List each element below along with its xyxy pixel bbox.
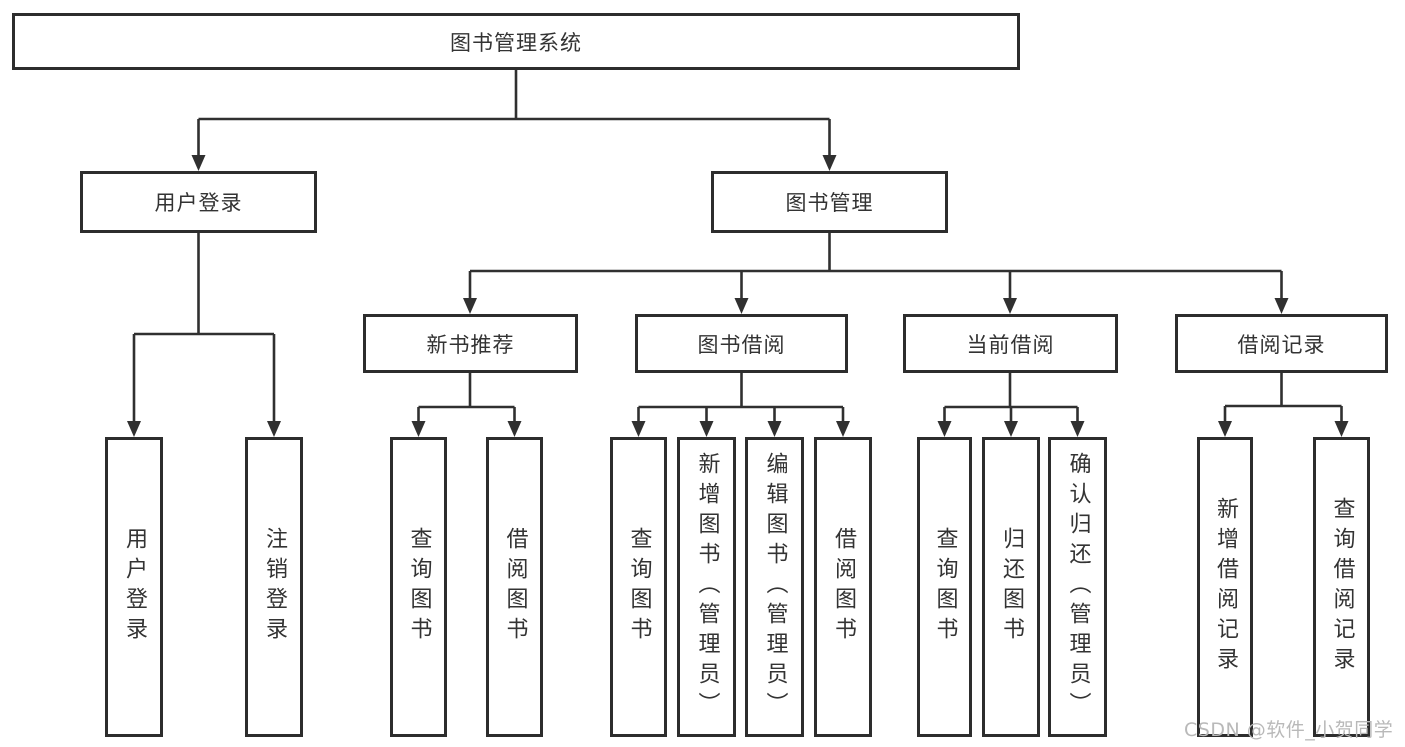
leaf-return-book-label: 归还图书	[999, 527, 1024, 647]
leaf-recommend-query-book-label: 查询图书	[406, 527, 432, 647]
leaf-edit-book-admin-label: 编辑图书（管理员）	[762, 452, 788, 722]
csdn-watermark: CSDN @软件_小贺同学	[1184, 719, 1394, 741]
leaf-recommend-borrow-book-label: 借阅图书	[502, 527, 528, 647]
connector-user-login-children	[127, 233, 281, 437]
leaf-confirm-return-admin-label: 确认归还（管理员）	[1065, 452, 1091, 722]
connector-current-borrow-children	[937, 373, 1085, 437]
leaf-user-login: 用户登录	[105, 437, 163, 737]
connector-new-book-children	[411, 373, 522, 437]
leaf-edit-book-admin: 编辑图书（管理员）	[745, 437, 804, 737]
node-user-login-label: 用户登录	[154, 191, 243, 215]
leaf-logout: 注销登录	[245, 437, 303, 737]
connector-book-mgmt-children	[463, 233, 1289, 314]
leaf-borrow-query-book-label: 查询图书	[626, 527, 652, 647]
leaf-query-borrow-record: 查询借阅记录	[1313, 437, 1370, 737]
leaf-add-book-admin: 新增图书（管理员）	[677, 437, 736, 737]
node-library-system: 图书管理系统	[12, 13, 1020, 70]
node-borrow-record-label: 借阅记录	[1237, 332, 1326, 357]
node-new-book-recommend: 新书推荐	[363, 314, 578, 373]
leaf-current-query-book-label: 查询图书	[932, 527, 958, 647]
node-user-login: 用户登录	[80, 171, 317, 233]
leaf-return-book: 归还图书	[982, 437, 1040, 737]
leaf-current-query-book: 查询图书	[917, 437, 972, 737]
leaf-recommend-borrow-book: 借阅图书	[486, 437, 543, 737]
node-book-borrow: 图书借阅	[635, 314, 848, 373]
connector-book-borrow-children	[631, 373, 850, 437]
connector-root-to-level2	[191, 70, 837, 171]
leaf-add-borrow-record: 新增借阅记录	[1197, 437, 1253, 737]
connector-borrow-record-children	[1218, 373, 1349, 437]
node-library-system-label: 图书管理系统	[450, 30, 582, 55]
leaf-recommend-query-book: 查询图书	[390, 437, 447, 737]
leaf-borrow-book-label: 借阅图书	[831, 527, 856, 647]
leaf-confirm-return-admin: 确认归还（管理员）	[1048, 437, 1107, 737]
node-book-management-label: 图书管理	[785, 191, 874, 215]
leaf-query-borrow-record-label: 查询借阅记录	[1329, 497, 1355, 677]
node-new-book-recommend-label: 新书推荐	[426, 332, 515, 357]
leaf-borrow-book: 借阅图书	[814, 437, 872, 737]
node-current-borrow-label: 当前借阅	[966, 332, 1055, 357]
node-borrow-record: 借阅记录	[1175, 314, 1388, 373]
node-book-management: 图书管理	[711, 171, 948, 233]
leaf-user-login-label: 用户登录	[122, 527, 147, 647]
leaf-borrow-query-book: 查询图书	[610, 437, 667, 737]
leaf-add-borrow-record-label: 新增借阅记录	[1213, 497, 1238, 677]
leaf-logout-label: 注销登录	[262, 527, 287, 647]
node-current-borrow: 当前借阅	[903, 314, 1118, 373]
node-book-borrow-label: 图书借阅	[697, 332, 786, 357]
leaf-add-book-admin-label: 新增图书（管理员）	[694, 452, 720, 722]
